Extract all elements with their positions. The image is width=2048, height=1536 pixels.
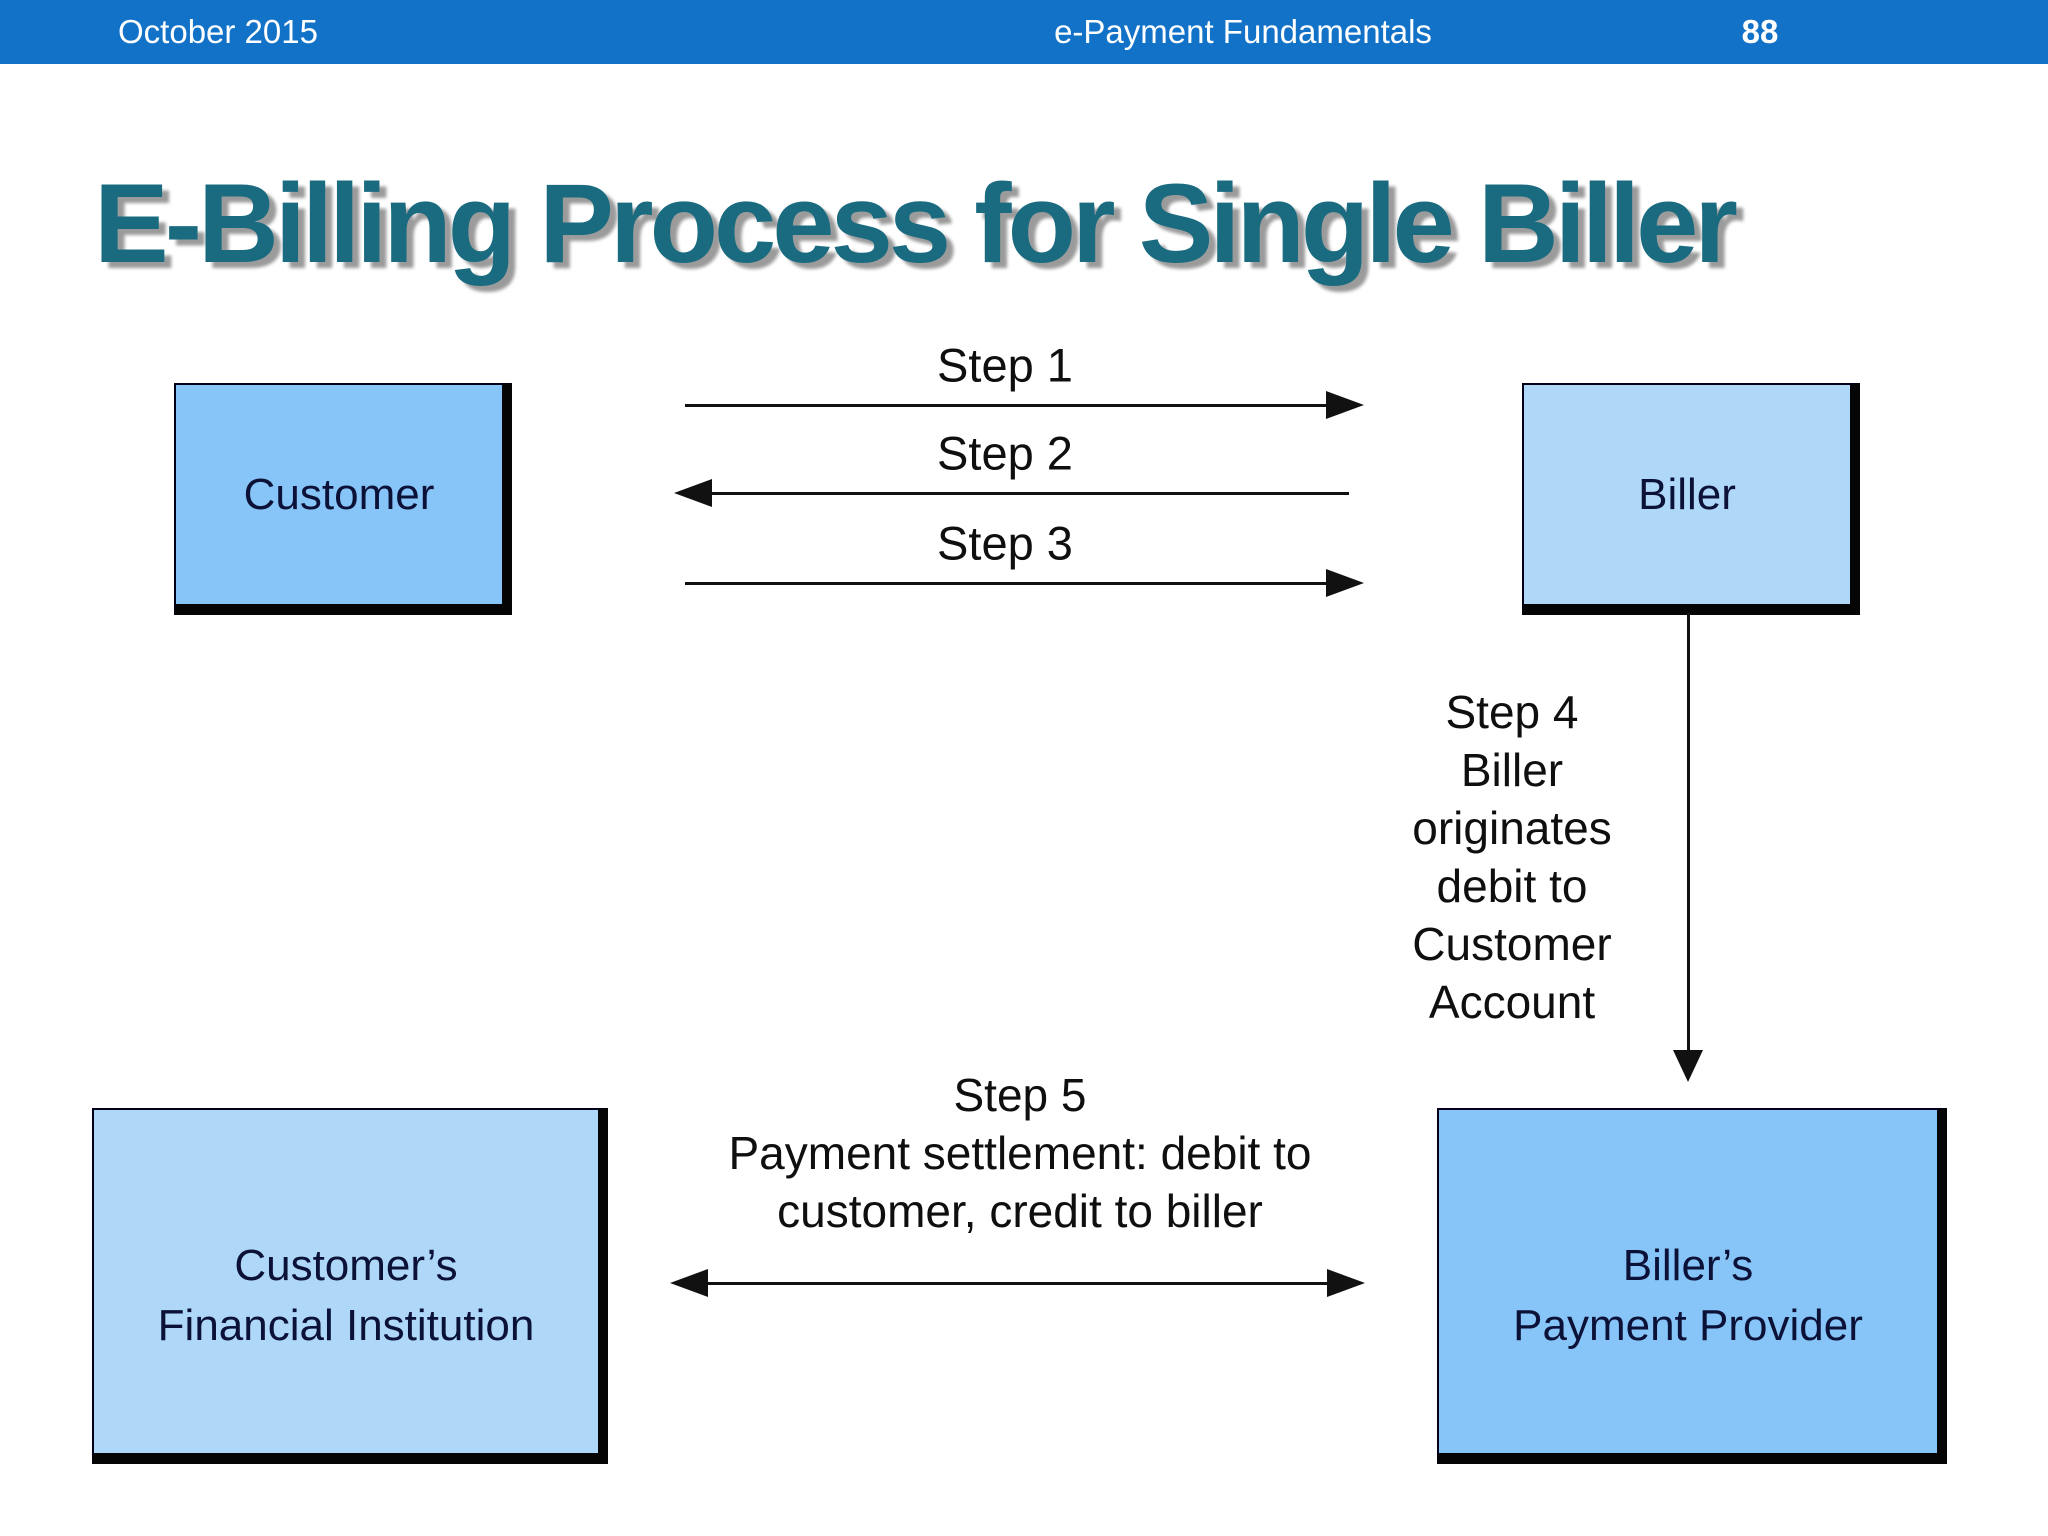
step-3-arrow-line [685, 582, 1330, 585]
customer-financial-institution-box: Customer’s Financial Institution [92, 1108, 608, 1464]
customer-fi-label-line2: Financial Institution [157, 1300, 535, 1350]
step-4-line1: Step 4 [1445, 686, 1579, 738]
biller-box: Biller [1522, 383, 1860, 615]
step-4-line4: debit to [1436, 860, 1588, 912]
step-5-arrowhead-left-icon [670, 1269, 708, 1297]
step-1-arrow-line [685, 404, 1330, 407]
step-1-label: Step 1 [937, 338, 1073, 392]
step-5-line2: Payment settlement: debit to [728, 1127, 1312, 1179]
biller-pp-label-line2: Payment Provider [1513, 1300, 1863, 1350]
customer-box-label-line: Customer [243, 469, 435, 519]
customer-box-label: Customer [244, 465, 435, 525]
step-2-arrow-line [710, 492, 1349, 495]
biller-pp-label-line1: Biller’s [1622, 1240, 1754, 1290]
step-3-label: Step 3 [937, 516, 1073, 570]
step-1-arrowhead-right-icon [1326, 391, 1364, 419]
header-date: October 2015 [118, 13, 318, 50]
biller-box-label-line: Biller [1638, 469, 1736, 519]
header-title: e-Payment Fundamentals [1054, 13, 1432, 50]
step-4-arrowhead-down-icon [1673, 1050, 1703, 1082]
step-4-line5: Customer [1412, 918, 1612, 970]
customer-financial-institution-label: Customer’s Financial Institution [158, 1208, 535, 1356]
step-4-line6: Account [1428, 976, 1596, 1028]
page-number: 88 [1741, 13, 1779, 50]
biller-box-label: Biller [1638, 465, 1736, 525]
step-2-label: Step 2 [937, 426, 1073, 480]
step-5-arrow-line [706, 1282, 1329, 1285]
step-4-line3: originates [1412, 802, 1612, 854]
step-4-label: Step 4 Biller originates debit to Custom… [1342, 683, 1682, 1031]
step-2-arrowhead-left-icon [674, 479, 712, 507]
customer-box: Customer [174, 383, 512, 615]
step-4-arrow-line [1687, 613, 1690, 1050]
billers-payment-provider-box: Biller’s Payment Provider [1437, 1108, 1947, 1464]
step-5-arrowhead-right-icon [1327, 1269, 1365, 1297]
header-bar: October 2015 e-Payment Fundamentals 88 [0, 0, 2048, 64]
step-3-arrowhead-right-icon [1326, 569, 1364, 597]
slide-title: E-Billing Process for Single Biller [94, 161, 1738, 286]
customer-fi-label-line1: Customer’s [234, 1240, 458, 1290]
step-5-line1: Step 5 [953, 1069, 1087, 1121]
step-4-line2: Biller [1460, 744, 1564, 796]
step-5-label: Step 5 Payment settlement: debit to cust… [660, 1066, 1380, 1240]
step-5-line3: customer, credit to biller [777, 1185, 1263, 1237]
billers-payment-provider-label: Biller’s Payment Provider [1513, 1208, 1863, 1356]
